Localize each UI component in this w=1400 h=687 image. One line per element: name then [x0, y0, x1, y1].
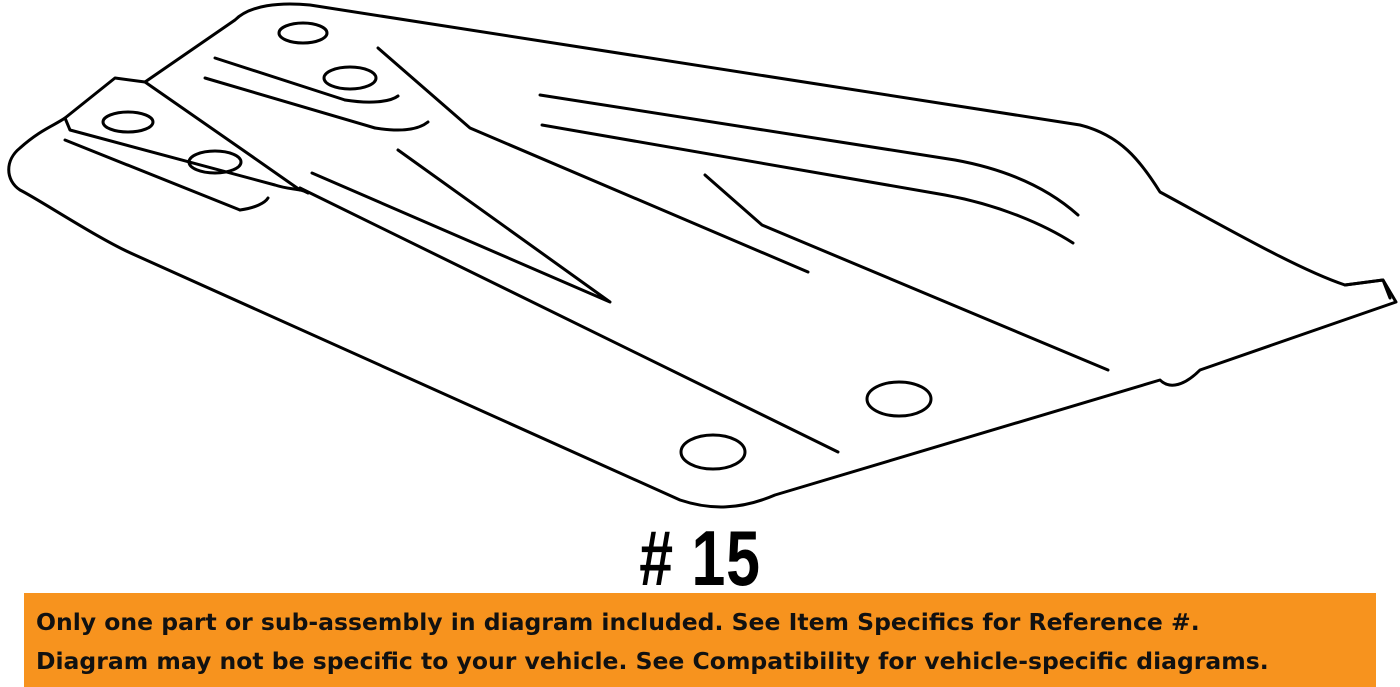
disclaimer-line-1: Only one part or sub-assembly in diagram…	[36, 608, 1200, 636]
rib-line	[63, 138, 242, 212]
right-tab	[1343, 278, 1392, 300]
rib-line	[376, 46, 810, 274]
rib-line	[540, 123, 1075, 245]
rib-line	[213, 56, 347, 102]
mounting-hole	[101, 110, 155, 134]
rib-curve	[373, 120, 430, 132]
rib-line	[538, 93, 1080, 217]
rib-line	[203, 76, 377, 130]
panel-outline	[7, 2, 1398, 509]
mounting-hole	[865, 380, 933, 418]
left-flange-edge	[143, 80, 302, 192]
part-diagram	[7, 2, 1398, 509]
rib-line	[298, 186, 840, 454]
mounting-hole	[187, 149, 243, 175]
rib-line	[310, 148, 612, 304]
disclaimer-banner: Only one part or sub-assembly in diagram…	[24, 593, 1376, 687]
mounting-hole	[277, 21, 329, 45]
disclaimer-line-2: Diagram may not be specific to your vehi…	[36, 647, 1269, 675]
mounting-hole	[679, 433, 747, 471]
part-number-label: # 15	[639, 514, 761, 602]
rib-line	[703, 173, 1110, 372]
mounting-hole	[322, 65, 378, 91]
rib-curve	[238, 196, 270, 212]
rib-curve	[343, 94, 400, 104]
